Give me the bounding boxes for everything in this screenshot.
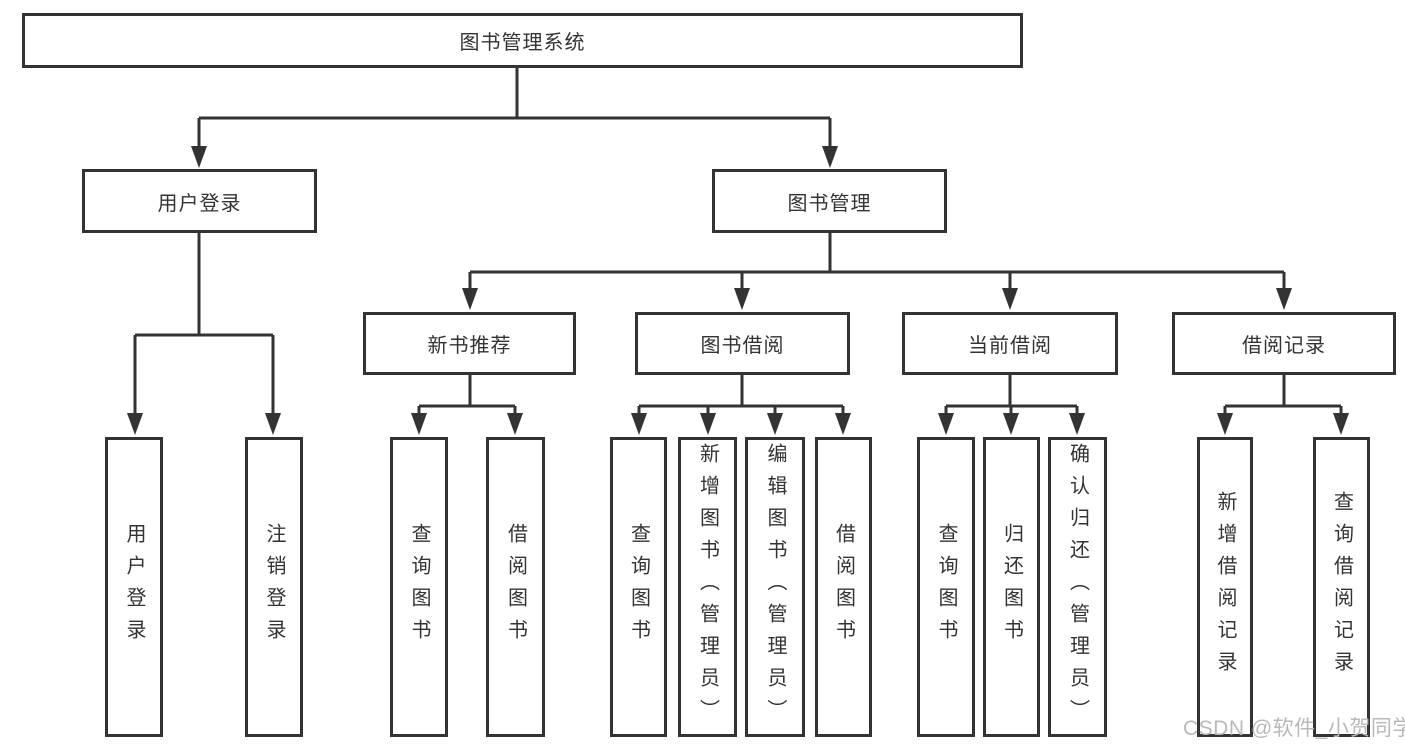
leaf-borrow-books-recommend: 借阅图书 <box>486 437 545 737</box>
leaf-query-books-borrow: 查询图书 <box>610 437 667 737</box>
node-book-borrow: 图书借阅 <box>635 312 850 375</box>
leaf-user-login: 用户登录 <box>105 437 163 737</box>
arrowheads <box>127 146 1349 435</box>
leaf-edit-books-admin: 编辑图书（管理员） <box>745 437 805 737</box>
leaf-borrow-books: 借阅图书 <box>815 437 872 737</box>
leaf-return-books: 归还图书 <box>983 437 1040 737</box>
watermark: CSDN @软件_小贺同学 <box>1183 717 1405 740</box>
leaf-add-borrow-record: 新增借阅记录 <box>1197 437 1253 737</box>
node-borrow-records: 借阅记录 <box>1172 312 1396 375</box>
node-root-system: 图书管理系统 <box>22 13 1023 68</box>
node-current-borrow: 当前借阅 <box>902 312 1118 375</box>
leaf-confirm-return-admin: 确认归还（管理员） <box>1048 437 1107 737</box>
leaf-add-books-admin: 新增图书（管理员） <box>678 437 737 737</box>
leaf-query-books-current: 查询图书 <box>917 437 975 737</box>
leaf-logout-login: 注销登录 <box>245 437 303 737</box>
node-book-management: 图书管理 <box>712 169 947 233</box>
leaf-query-books-recommend: 查询图书 <box>390 437 448 737</box>
node-user-login: 用户登录 <box>82 169 317 233</box>
leaf-query-borrow-record: 查询借阅记录 <box>1313 437 1370 737</box>
node-new-book-recommend: 新书推荐 <box>363 312 576 375</box>
